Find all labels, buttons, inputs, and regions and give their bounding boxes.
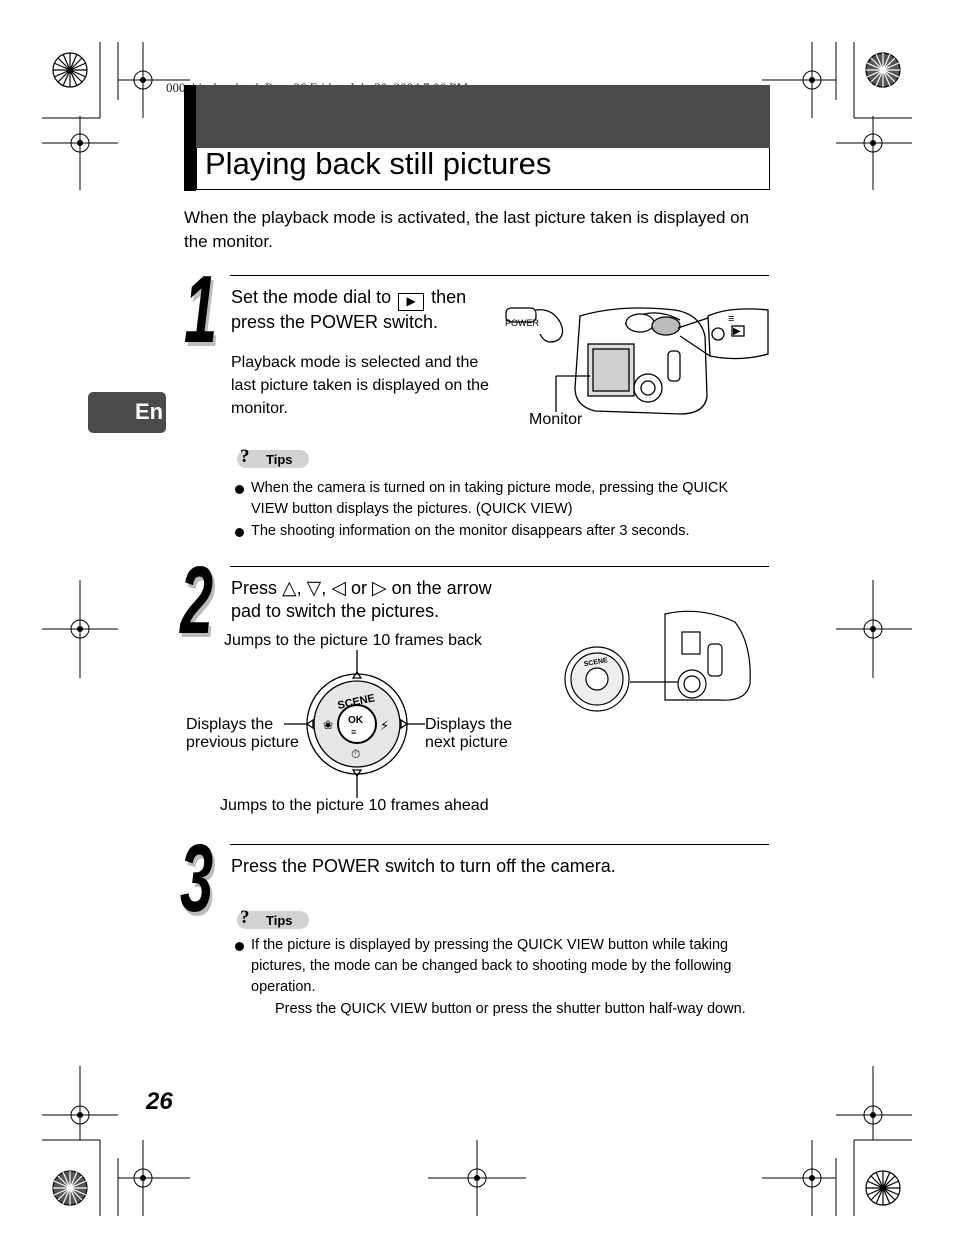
step-1-instruction-part2: then xyxy=(431,287,467,307)
tip-text: When the camera is turned on in taking p… xyxy=(251,480,729,517)
tips-badge xyxy=(237,450,309,468)
svg-text:SCENE: SCENE xyxy=(583,657,608,668)
step-3-instruction: Press the POWER switch to turn off the c… xyxy=(231,856,616,876)
step-3-number: 3 xyxy=(180,825,214,932)
language-tab xyxy=(88,392,166,433)
right-arrow-icon: ▷ xyxy=(371,578,387,599)
svg-text:≡: ≡ xyxy=(728,313,734,325)
label-down: Jumps to the picture 10 frames ahead xyxy=(220,797,489,814)
arrow-pad-diagram: SCENE OK ≡ ❀ ⚡ ⏱ xyxy=(284,650,425,798)
tips-label: Tips xyxy=(266,452,293,467)
down-arrow-icon: ▽ xyxy=(306,578,322,599)
self-timer-icon: ⏱ xyxy=(351,747,360,761)
label-left-line1: Displays the xyxy=(186,716,274,733)
page-title: Playing back still pictures xyxy=(205,146,552,181)
left-arrow-icon: ◁ xyxy=(331,578,346,599)
step-2-instruction: Press △, ▽, ◁ or ▷ on the arrow pad to s… xyxy=(231,578,492,621)
question-icon: ? xyxy=(240,907,250,928)
tip-text: If the picture is displayed by pressing … xyxy=(251,937,732,995)
tips-badge xyxy=(237,911,309,929)
title-box xyxy=(196,148,770,190)
label-right-line2: next picture xyxy=(425,734,508,751)
title-bar xyxy=(184,85,770,148)
pad-ok-label: OK xyxy=(348,715,364,726)
intro-text: When the playback mode is activated, the… xyxy=(184,208,750,251)
camera-back-illustration: ▶ ≡ xyxy=(505,307,769,415)
playback-icon: ▶ xyxy=(398,293,425,311)
power-label: POWER xyxy=(505,318,540,328)
step-1-instruction-line2: press the POWER switch. xyxy=(231,312,439,332)
title-accent xyxy=(184,85,196,191)
step-1-instruction: Set the mode dial to ▶ then press the PO… xyxy=(231,286,531,334)
step-2-number: 2 xyxy=(180,547,214,654)
label-right-line1: Displays the xyxy=(425,716,513,733)
monitor-label: Monitor xyxy=(529,411,583,428)
label-right: Displays the next picture xyxy=(425,716,512,752)
step-1-rule xyxy=(230,275,769,276)
tips-label: Tips xyxy=(266,913,293,928)
up-arrow-icon: △ xyxy=(282,578,297,599)
tip-subtext: Press the QUICK VIEW button or press the… xyxy=(275,1001,746,1017)
step-2-tail: on the arrow xyxy=(391,578,492,598)
label-left: Displays the previous picture xyxy=(186,716,299,752)
svg-text:≡: ≡ xyxy=(351,727,356,737)
camera-side-illustration: SCENE xyxy=(564,610,751,712)
step-2-or: or xyxy=(350,578,367,598)
language-tab-label: En xyxy=(135,399,164,424)
step-2-rule xyxy=(230,566,769,567)
macro-icon: ❀ xyxy=(323,718,333,732)
flash-icon: ⚡ xyxy=(380,719,389,734)
step-3-rule xyxy=(230,844,769,845)
label-left-line2: previous picture xyxy=(186,734,299,751)
tip-text: The shooting information on the monitor … xyxy=(251,523,690,539)
bullet-icon xyxy=(235,942,244,951)
label-up: Jumps to the picture 10 frames back xyxy=(224,632,482,649)
step-1-body: Playback mode is selected and the last p… xyxy=(231,354,489,417)
svg-text:▶: ▶ xyxy=(733,326,741,337)
question-icon: ? xyxy=(240,446,250,467)
page-number: 26 xyxy=(146,1088,173,1115)
step-2-instruction-line2: pad to switch the pictures. xyxy=(231,601,440,621)
bullet-icon xyxy=(235,485,244,494)
step-1-instruction-part1: Set the mode dial to xyxy=(231,287,392,307)
step-2-press: Press xyxy=(231,578,278,598)
bullet-icon xyxy=(235,528,244,537)
step-1-number: 1 xyxy=(184,256,218,363)
